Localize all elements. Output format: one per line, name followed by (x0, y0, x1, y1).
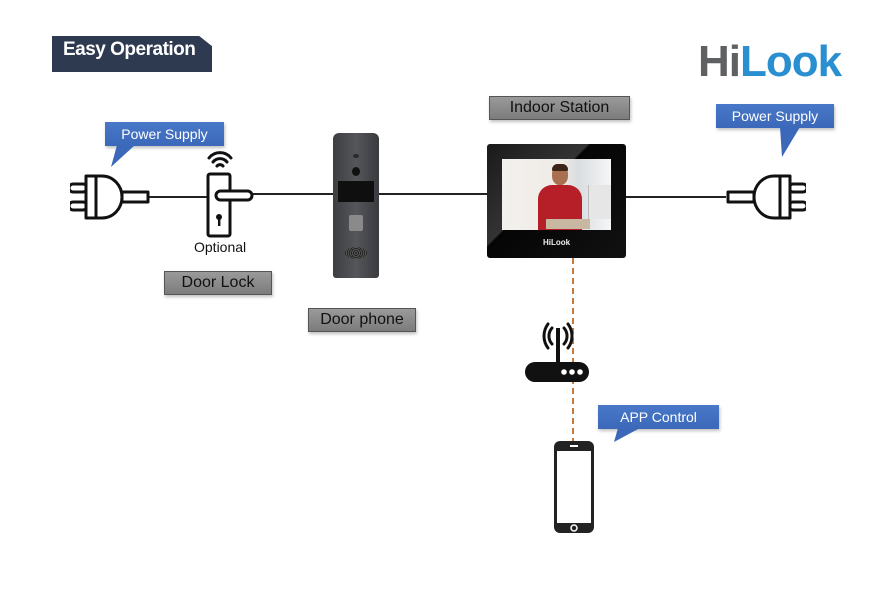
door-phone-device (333, 133, 379, 278)
callout-power-supply-left-text: Power Supply (121, 126, 208, 142)
screen-visitor-hair (552, 164, 568, 171)
wire-plug-to-lock (148, 196, 208, 198)
door-handle-lock-icon (206, 151, 254, 238)
label-door-lock-text: Door Lock (181, 274, 255, 291)
door-phone-camera (352, 167, 360, 176)
wire-doorphone-to-indoor (379, 193, 487, 195)
indoor-station-device: HiLook (487, 144, 626, 258)
power-plug-icon-left (70, 174, 150, 220)
label-door-phone-text: Door phone (320, 311, 404, 328)
callout-power-supply-right-text: Power Supply (731, 108, 819, 124)
optional-label: Optional (194, 239, 247, 255)
section-title: Easy Operation (63, 39, 196, 60)
callout-app-control-text: APP Control (620, 409, 697, 425)
logo-hi: Hi (698, 37, 741, 86)
network-link-dashed (572, 258, 574, 444)
screen-house (588, 185, 611, 219)
callout-power-supply-left: Power Supply (105, 122, 224, 146)
door-phone-sensor (353, 154, 359, 158)
wire-lock-to-doorphone (252, 193, 334, 195)
door-phone-call-button (349, 215, 363, 231)
logo-look: Look (740, 37, 842, 86)
screen-package (546, 219, 590, 229)
label-indoor-station: Indoor Station (489, 96, 630, 120)
callout-tail-app (614, 428, 640, 442)
wire-indoor-to-plug (626, 196, 726, 198)
label-door-lock: Door Lock (164, 271, 272, 295)
callout-app-control: APP Control (598, 405, 719, 429)
door-phone-panel (338, 181, 374, 202)
callout-power-supply-right: Power Supply (716, 104, 834, 128)
indoor-station-screen (502, 159, 611, 230)
label-indoor-station-text: Indoor Station (509, 99, 610, 116)
wifi-router-icon (525, 322, 589, 382)
section-title-tag: Easy Operation (52, 36, 212, 72)
callout-tail-left (111, 145, 135, 167)
hilook-logo: HiLook (698, 37, 842, 86)
label-door-phone: Door phone (308, 308, 416, 332)
smartphone-icon (554, 441, 594, 533)
indoor-station-brand: HiLook (542, 238, 571, 247)
callout-tail-right (780, 127, 800, 157)
door-phone-speaker (345, 247, 367, 259)
power-plug-icon-right (726, 174, 806, 220)
